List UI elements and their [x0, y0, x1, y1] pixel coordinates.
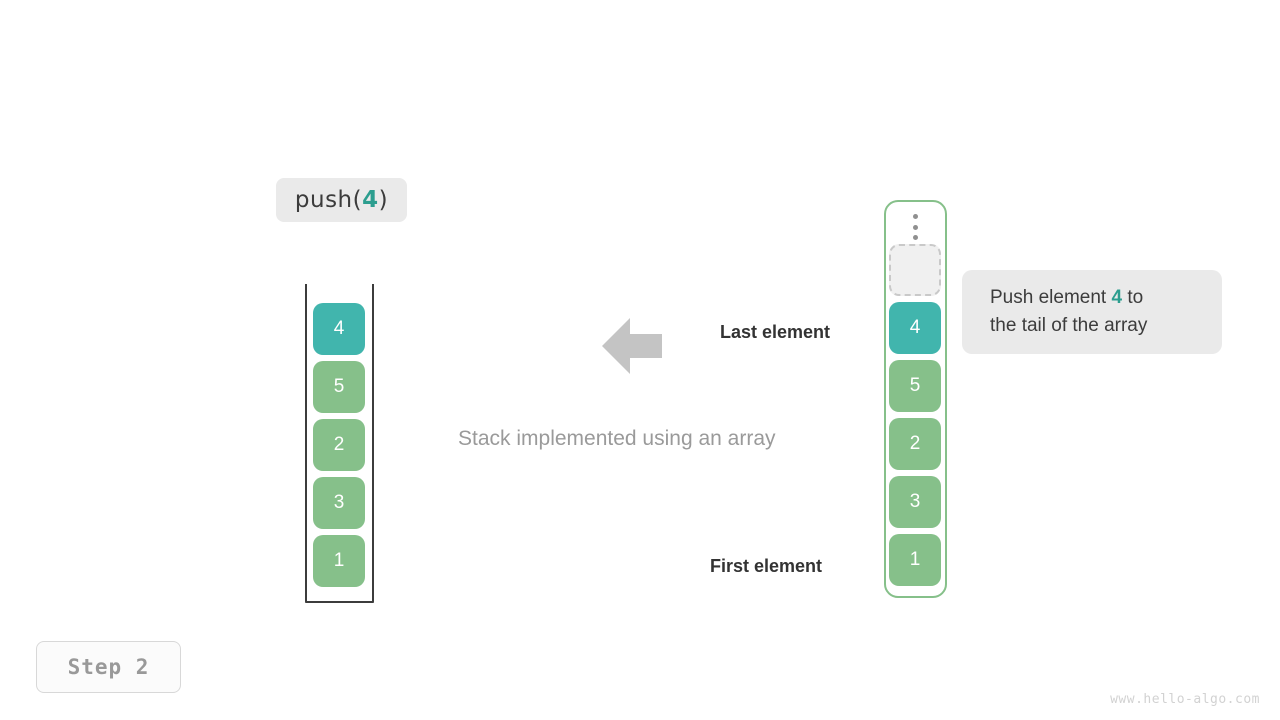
stack-wall-right [372, 284, 374, 603]
step-badge: Step 2 [36, 641, 181, 693]
stack-cell-list: 4 5 2 3 1 [313, 303, 365, 593]
array-container: 4 5 2 3 1 [884, 200, 947, 598]
arrow-left-icon [602, 318, 662, 374]
callout-accent-value: 4 [1111, 287, 1123, 308]
ellipsis-dot [913, 235, 918, 240]
callout-bubble: Push element 4 to the tail of the array [962, 270, 1222, 354]
array-cell-empty-slot [889, 244, 941, 296]
operation-label: push(4) [276, 178, 407, 222]
ellipsis-dot [913, 224, 918, 230]
callout-line1-after: to [1122, 287, 1144, 308]
vertical-ellipsis-icon [886, 214, 945, 240]
ellipsis-dot [913, 214, 918, 219]
callout-line2: the tail of the array [990, 315, 1148, 336]
stack-container: 4 5 2 3 1 [305, 284, 374, 603]
array-cell: 4 [889, 302, 941, 354]
callout-text: Push element 4 to the tail of the array [990, 284, 1147, 340]
callout-line1-before: Push element [990, 287, 1112, 308]
stack-floor [305, 601, 374, 603]
array-cell-list: 4 5 2 3 1 [889, 244, 941, 592]
array-cell: 2 [889, 418, 941, 470]
diagram-caption: Stack implemented using an array [458, 427, 776, 450]
watermark: www.hello-algo.com [1110, 692, 1260, 707]
stack-cell: 2 [313, 419, 365, 471]
array-cell: 3 [889, 476, 941, 528]
operation-argument: 4 [362, 187, 379, 213]
operation-prefix: push( [294, 187, 363, 213]
stack-wall-left [305, 284, 307, 603]
stack-cell: 3 [313, 477, 365, 529]
stack-cell: 4 [313, 303, 365, 355]
first-element-annotation: First element [710, 556, 823, 576]
stack-cell: 1 [313, 535, 365, 587]
operation-suffix: ) [378, 187, 389, 213]
array-cell: 1 [889, 534, 941, 586]
stack-cell: 5 [313, 361, 365, 413]
last-element-annotation: Last element [720, 322, 831, 342]
array-cell: 5 [889, 360, 941, 412]
